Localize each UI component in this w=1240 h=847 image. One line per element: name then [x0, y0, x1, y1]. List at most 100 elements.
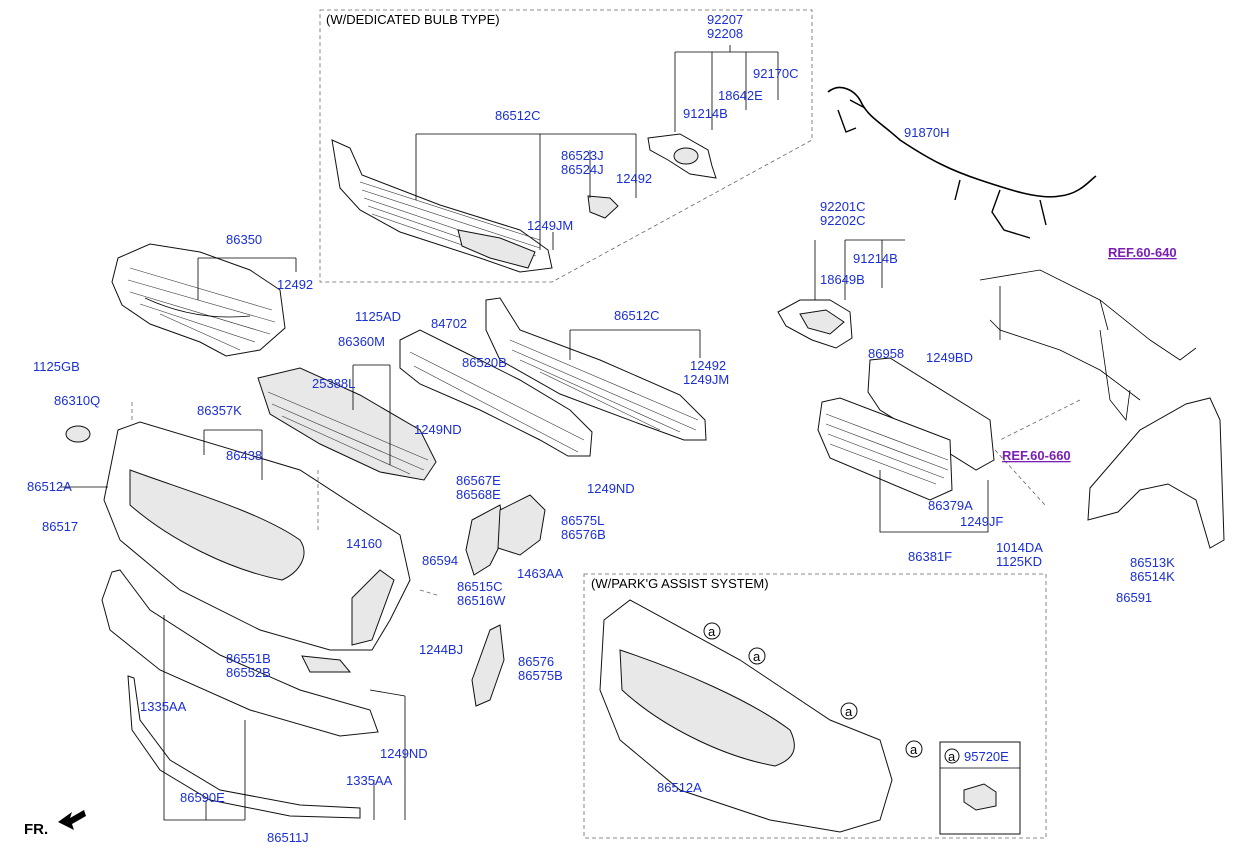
label-1014DA[interactable]: 1014DA [996, 540, 1043, 555]
front-direction-indicator: FR. [24, 810, 86, 838]
ref-60-660[interactable]: REF.60-660 [1002, 448, 1071, 463]
label-18649B[interactable]: 18649B [820, 272, 865, 287]
label-92207[interactable]: 92207 [707, 12, 743, 27]
label-12492-b[interactable]: 12492 [277, 277, 313, 292]
label-12492-a[interactable]: 12492 [616, 171, 652, 186]
radiator-frame [817, 357, 995, 501]
label-86551B[interactable]: 86551B [226, 651, 271, 666]
label-86515C[interactable]: 86515C [457, 579, 503, 594]
label-1125GB[interactable]: 1125GB [33, 359, 80, 374]
label-14160[interactable]: 14160 [346, 536, 382, 551]
label-1244BJ[interactable]: 1244BJ [419, 642, 463, 657]
label-92202C[interactable]: 92202C [820, 213, 866, 228]
label-91214B-b[interactable]: 91214B [853, 251, 898, 266]
fog-lamp-cover [587, 195, 619, 219]
label-86381F[interactable]: 86381F [908, 549, 952, 564]
side-bracket-right [497, 494, 546, 556]
fender [1087, 397, 1225, 549]
svg-text:a: a [910, 742, 918, 757]
label-86575L[interactable]: 86575L [561, 513, 604, 528]
label-86575B[interactable]: 86575B [518, 668, 563, 683]
front-panel [979, 269, 1197, 421]
upper-grille [111, 243, 286, 357]
label-1335AA-b[interactable]: 1335AA [346, 773, 393, 788]
bumper-lower-skirt [101, 569, 379, 737]
label-86516W[interactable]: 86516W [457, 593, 506, 608]
label-1249JM-b[interactable]: 1249JM [683, 372, 729, 387]
side-extension [471, 624, 505, 707]
label-86512C-b[interactable]: 86512C [614, 308, 660, 323]
label-1125KD[interactable]: 1125KD [996, 554, 1042, 569]
label-1249JM-a[interactable]: 1249JM [527, 218, 573, 233]
sensor-callout-letter: a [948, 749, 956, 764]
label-12492-c[interactable]: 12492 [690, 358, 726, 373]
fog-lamp-right [777, 299, 853, 349]
callouts-a: a a a a [703, 622, 923, 758]
label-86576B[interactable]: 86576B [561, 527, 606, 542]
label-91214B-a[interactable]: 91214B [683, 106, 728, 121]
label-92208[interactable]: 92208 [707, 26, 743, 41]
label-1463AA[interactable]: 1463AA [517, 566, 564, 581]
label-25388L[interactable]: 25388L [312, 376, 355, 391]
label-86512C-a[interactable]: 86512C [495, 108, 541, 123]
sensor-callout-circle [944, 748, 960, 764]
label-1249ND-b[interactable]: 1249ND [587, 481, 635, 496]
park-assist-box-title: (W/PARK'G ASSIST SYSTEM) [591, 576, 769, 591]
svg-text:a: a [845, 704, 853, 719]
sensor-inset: a [939, 741, 1021, 835]
lower-trim-strip [127, 675, 361, 819]
svg-text:a: a [708, 624, 716, 639]
label-86357K[interactable]: 86357K [197, 403, 242, 418]
label-86591[interactable]: 86591 [1116, 590, 1152, 605]
lower-grille [485, 297, 707, 441]
label-86552B[interactable]: 86552B [226, 665, 271, 680]
label-86310Q[interactable]: 86310Q [54, 393, 100, 408]
label-86594[interactable]: 86594 [422, 553, 458, 568]
side-bracket-left [465, 504, 506, 576]
front-label: FR. [24, 821, 48, 838]
label-91870H[interactable]: 91870H [904, 125, 950, 140]
label-1249ND-c[interactable]: 1249ND [380, 746, 428, 761]
label-86958[interactable]: 86958 [868, 346, 904, 361]
energy-absorber [399, 329, 593, 457]
part-labels: 92207 92208 92170C 18642E 91214B 86512C … [27, 12, 1175, 845]
label-95720E[interactable]: 95720E [964, 749, 1009, 764]
label-86512A-a[interactable]: 86512A [27, 479, 72, 494]
bulb-type-box [319, 9, 813, 283]
leader-lines [60, 45, 989, 821]
label-86379A[interactable]: 86379A [928, 498, 973, 513]
label-86590E[interactable]: 86590E [180, 790, 225, 805]
label-86438[interactable]: 86438 [226, 448, 262, 463]
label-86360M[interactable]: 86360M [338, 334, 385, 349]
label-86523J[interactable]: 86523J [561, 148, 604, 163]
bumper-cover-main [103, 421, 411, 651]
label-86576[interactable]: 86576 [518, 654, 554, 669]
label-86568E[interactable]: 86568E [456, 487, 501, 502]
alignment-lines [131, 399, 1081, 597]
label-84702[interactable]: 84702 [431, 316, 467, 331]
label-1249BD[interactable]: 1249BD [926, 350, 973, 365]
label-86567E[interactable]: 86567E [456, 473, 501, 488]
label-86520B[interactable]: 86520B [462, 355, 507, 370]
ref-60-640[interactable]: REF.60-640 [1108, 245, 1177, 260]
label-86514K[interactable]: 86514K [1130, 569, 1175, 584]
label-18642E[interactable]: 18642E [718, 88, 763, 103]
label-86517[interactable]: 86517 [42, 519, 78, 534]
label-86524J[interactable]: 86524J [561, 162, 604, 177]
label-1125AD[interactable]: 1125AD [355, 309, 401, 324]
label-1249JF[interactable]: 1249JF [960, 514, 1003, 529]
front-arrow-icon [58, 810, 86, 830]
fog-lamp-bulb [647, 133, 717, 179]
label-1335AA-a[interactable]: 1335AA [140, 699, 187, 714]
label-1249ND-a[interactable]: 1249ND [414, 422, 462, 437]
svg-text:a: a [753, 649, 761, 664]
bumper-cover-park [599, 599, 893, 833]
label-86350[interactable]: 86350 [226, 232, 262, 247]
label-86511J[interactable]: 86511J [267, 830, 309, 845]
label-86512A-b[interactable]: 86512A [657, 780, 702, 795]
label-92201C[interactable]: 92201C [820, 199, 866, 214]
label-92170C[interactable]: 92170C [753, 66, 799, 81]
label-86513K[interactable]: 86513K [1130, 555, 1175, 570]
park-assist-box [583, 573, 1047, 839]
